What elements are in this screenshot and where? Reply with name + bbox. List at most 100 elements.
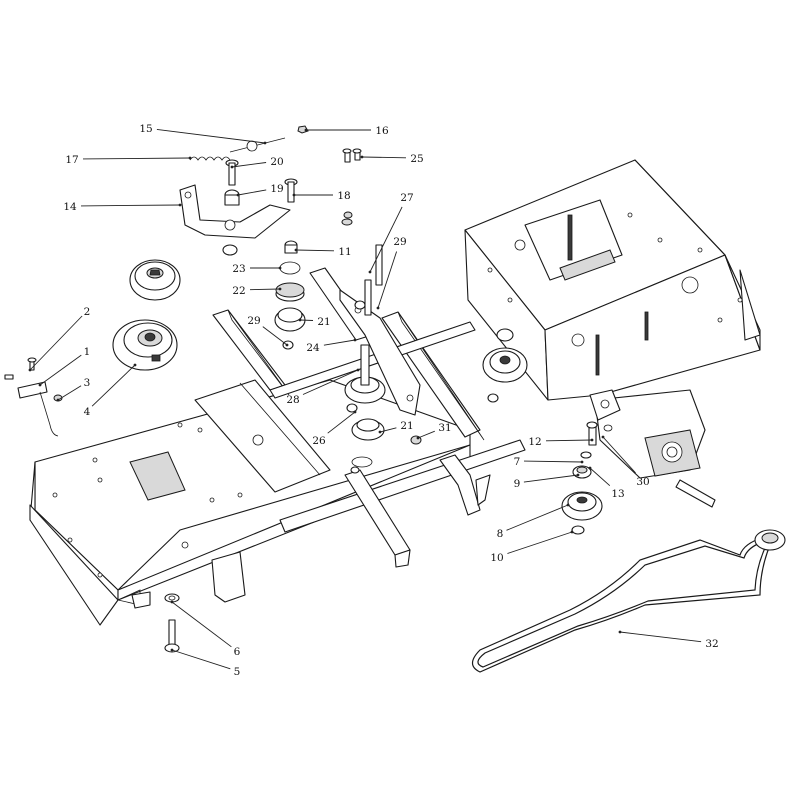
callout-leader-c10 [507,531,573,554]
callout-leader-c26 [327,411,356,434]
callout-label-c22: 22 [232,285,245,297]
callout-leader-c5 [171,649,231,670]
callout-point-c16 [304,128,308,132]
callout-label-c13: 13 [611,488,624,500]
callout-point-c11 [294,248,298,252]
callout-label-c25: 25 [410,153,423,165]
callout-leader-c4 [91,364,136,407]
callout-point-c21b [378,430,382,434]
callout-label-c10: 10 [490,552,503,564]
callout-point-c32 [618,630,622,634]
callout-point-c24 [353,338,357,342]
callout-point-c13 [588,466,592,470]
callout-point-c29b [376,306,380,310]
idler-arm-24 [339,244,421,416]
pulley-stack-21 [274,261,306,350]
callout-label-c5: 5 [234,666,241,678]
callout-label-c21b: 21 [400,420,413,432]
callout-label-c17: 17 [65,154,78,166]
callout-label-c9: 9 [514,478,521,490]
callout-point-c23 [278,266,282,270]
callout-leader-c29b [377,251,398,309]
callout-label-c7: 7 [514,456,521,468]
callout-point-c18 [292,193,296,197]
side-rails [212,267,526,568]
main-frame [29,379,471,626]
callout-label-c27: 27 [400,192,413,204]
callout-leader-c1 [39,354,82,386]
engine-pulley [129,259,181,301]
callout-label-c21: 21 [317,316,330,328]
callout-leader-c28 [302,369,359,395]
callout-leader-c20 [231,162,267,168]
callout-label-c26: 26 [312,435,326,447]
rear-body [464,159,761,401]
callout-label-c29b: 29 [393,236,406,248]
callout-leader-c7 [523,460,583,463]
callout-point-c21 [298,318,302,322]
pivot-pin [164,593,180,653]
callout-leader-c8 [506,504,569,531]
clutch-bracket [4,357,63,437]
callout-label-c14: 14 [63,201,77,213]
callout-label-c18: 18 [337,190,350,202]
callout-leader-c29 [262,326,288,346]
callout-point-c25 [360,155,364,159]
callout-label-c28: 28 [286,394,299,406]
callout-leader-c13 [589,467,611,487]
callout-leader-c22 [249,288,281,291]
callout-label-c20: 20 [270,156,283,168]
callout-leader-c31 [417,430,435,439]
callout-leader-c12 [545,439,593,442]
callout-point-c10 [570,530,574,534]
callout-point-c22 [278,287,282,291]
callout-leader-c11 [295,249,335,252]
callout-label-c23: 23 [232,263,245,275]
callout-label-c8: 8 [497,528,504,540]
callout-point-c19 [236,193,240,197]
callout-leader-c24 [323,339,356,346]
callout-leader-c30 [602,436,636,474]
callout-point-c9 [576,473,580,477]
callout-leader-c2 [29,315,83,371]
callout-leader-c21 [299,319,314,321]
callout-point-c3 [56,398,60,402]
callout-leader-c21b [379,427,397,433]
callout-point-c26 [353,410,357,414]
transmission [589,389,716,508]
callout-point-c6 [170,600,174,604]
callout-label-c30: 30 [636,476,649,488]
callout-leader-c9 [523,474,579,483]
callout-point-c15 [263,141,267,145]
callout-leader-c19 [237,189,267,196]
callout-point-c20 [230,165,234,169]
callout-point-c17 [188,156,192,160]
callout-leader-c14 [80,204,181,207]
idler-pulley-rear [482,328,528,403]
callout-label-c3: 3 [84,377,91,389]
callout-label-c6: 6 [234,646,241,658]
callout-label-c2: 2 [84,306,91,318]
callout-leader-c6 [171,601,232,648]
callout-label-c15: 15 [139,123,152,135]
callout-point-c29 [285,343,289,347]
callout-label-c16: 16 [375,125,389,137]
upper-linkage [179,125,362,256]
callout-point-c4 [133,363,137,367]
callout-leader-c32 [619,631,702,643]
callout-label-c24: 24 [306,342,320,354]
callout-point-c14 [178,203,182,207]
pulley-26 [344,344,386,474]
callout-label-c4: 4 [84,406,91,418]
callout-label-c29: 29 [247,315,260,327]
callout-point-c7 [580,460,584,464]
callout-leader-c25 [361,156,407,159]
callout-point-c1 [38,383,42,387]
callout-leader-c27 [369,206,403,273]
callout-point-c5 [170,648,174,652]
callout-point-c31 [416,436,420,440]
callout-point-c2 [28,368,32,372]
callout-point-c28 [356,368,360,372]
callout-label-c12: 12 [528,436,541,448]
callout-label-c32: 32 [705,638,718,650]
